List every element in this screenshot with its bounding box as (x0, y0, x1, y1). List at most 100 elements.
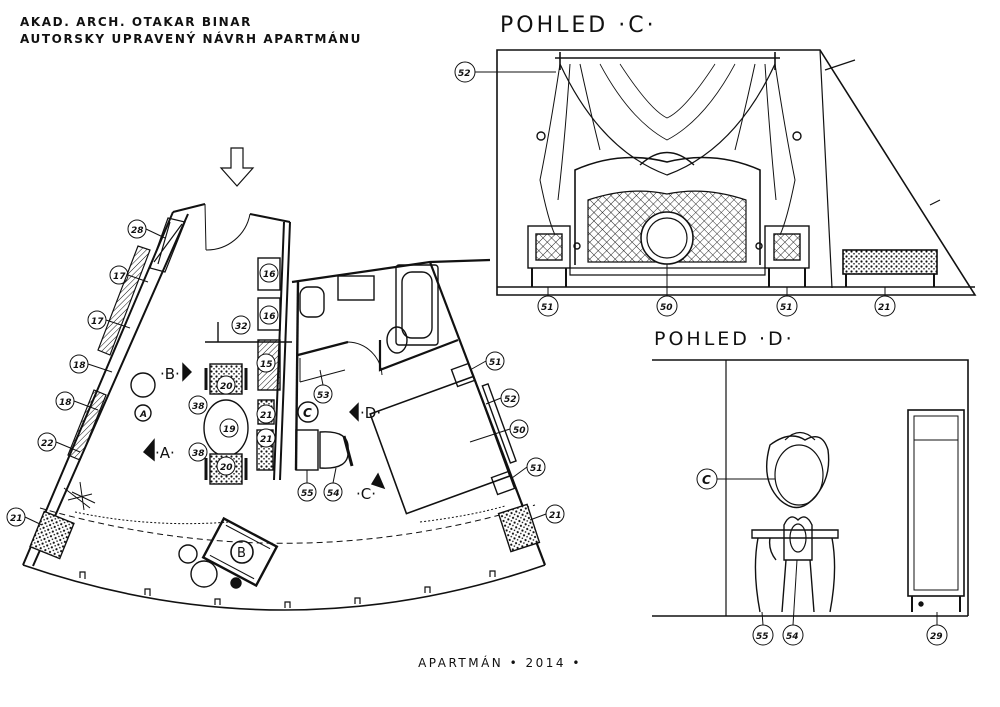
lounge-chair-b (201, 516, 279, 588)
bathtub-inner (401, 271, 433, 339)
bench-21 (842, 249, 938, 287)
side-table-left (29, 510, 75, 560)
svg-text:·C·: ·C· (356, 485, 376, 503)
architect-name: AKAD. ARCH. OTAKAR BINAR (20, 15, 253, 29)
view-d-title: POHLED ·D· (654, 328, 795, 350)
shelf-16a (257, 257, 281, 291)
plan-callouts: 28 17 17 18 18 22 21 21 16 16 32 15 20 2… (6, 219, 565, 527)
view-marker-b: ·B· (160, 362, 192, 383)
elevation-d-callouts: C 55 54 29 (696, 468, 948, 646)
headboard-frame (574, 156, 761, 265)
svg-text:52: 52 (504, 395, 517, 405)
side-wall-lines (819, 49, 941, 289)
svg-text:20: 20 (220, 463, 233, 473)
view-marker-c: ·C· (356, 472, 386, 503)
bed-base (569, 267, 766, 276)
svg-text:50: 50 (513, 426, 526, 436)
view-marker-a: ·A· (143, 438, 175, 462)
circle-marker-b (230, 540, 254, 564)
header-block: AKAD. ARCH. OTAKAR BINAR AUTORSKY UPRAVE… (20, 14, 362, 48)
night-stand-right (764, 225, 810, 287)
callout-38a: 38 (188, 395, 208, 415)
svg-text:54: 54 (786, 632, 799, 642)
svg-text:22: 22 (41, 439, 54, 449)
footer-caption: APARTMÁN • 2014 • (418, 656, 582, 670)
vanity-chair-back (342, 435, 354, 467)
callout-52: 52 (485, 388, 520, 408)
bathroom-sink (337, 275, 375, 301)
svg-text:20: 20 (220, 382, 233, 392)
wardrobe-29 (907, 409, 965, 612)
vanity-table-legs (754, 537, 836, 613)
svg-text:52: 52 (458, 69, 471, 79)
svg-text:21: 21 (10, 514, 23, 524)
callout-17a: 17 (109, 265, 149, 285)
pendant-light-a (130, 372, 156, 398)
callout-21d: 21 (256, 428, 276, 448)
circle-b-label: B (237, 546, 246, 561)
vanity-mirror-glass (774, 444, 824, 506)
facade-curve-inner (39, 504, 536, 544)
circle-marker-c (297, 401, 319, 423)
svg-text:38: 38 (192, 402, 205, 412)
lamp-right-icon (755, 242, 763, 250)
circle-c-label: C (303, 406, 312, 420)
svg-text:15: 15 (260, 360, 273, 370)
callout-53: 53 (313, 369, 333, 404)
svg-text:38: 38 (192, 449, 205, 459)
view-c-title: POHLED ·C· (500, 13, 657, 38)
callout-c-50: 50 (656, 264, 678, 317)
floor-lamp-icon (178, 544, 198, 564)
svg-text:21: 21 (549, 511, 562, 521)
callout-d-55: 55 (752, 611, 774, 646)
callout-28: 28 (127, 219, 166, 239)
facade-curve-outer (22, 564, 546, 611)
svg-text:·A·: ·A· (155, 444, 175, 462)
callout-21a: 21 (6, 507, 43, 527)
curtain-rod (555, 52, 780, 70)
svg-text:17: 17 (113, 272, 126, 282)
wardrobe-strip (97, 245, 151, 356)
wall-bedroom-top (291, 258, 491, 284)
callout-17b: 17 (87, 310, 131, 330)
svg-text:51: 51 (489, 358, 502, 368)
vanity-desk (295, 429, 319, 471)
svg-text:29: 29 (930, 632, 943, 642)
project-subtitle: AUTORSKY UPRAVENÝ NÁVRH APARTMÁNU (20, 32, 362, 46)
entry-arrow-icon (219, 147, 255, 187)
headboard-crest (639, 151, 695, 166)
callout-51b: 51 (511, 457, 546, 479)
shower-box (149, 217, 186, 273)
ottoman-icon (230, 577, 242, 589)
callout-55: 55 (297, 470, 317, 502)
night-stand-top (450, 362, 476, 388)
svg-text:17: 17 (91, 317, 104, 327)
curtain-track (74, 505, 506, 525)
callout-50: 50 (469, 419, 529, 443)
svg-text:18: 18 (73, 361, 86, 371)
mirror-crest (784, 431, 816, 441)
svg-text:21: 21 (260, 411, 273, 421)
outer-wall-top-left (172, 203, 291, 223)
curtain-valance (559, 63, 776, 176)
coat-rod-32 (205, 322, 292, 343)
svg-text:51: 51 (541, 303, 554, 313)
callout-c-51a: 51 (537, 287, 559, 317)
callout-51a: 51 (469, 351, 505, 371)
callout-54: 54 (323, 467, 343, 502)
circle-marker-a (134, 404, 152, 422)
tie-back-left (536, 131, 546, 141)
chair-arms (204, 368, 248, 480)
view-marker-d: ·D· (349, 402, 381, 422)
callout-19: 19 (219, 418, 239, 438)
svg-text:18: 18 (59, 398, 72, 408)
outer-wall-left (22, 211, 189, 567)
bathroom-door-swing (347, 341, 383, 376)
callout-c-21: 21 (874, 287, 896, 317)
bathtub (395, 264, 439, 346)
callout-16b: 16 (259, 305, 279, 325)
shelf-16b (257, 297, 281, 331)
elevation-c (496, 49, 977, 296)
callout-38b: 38 (188, 442, 208, 462)
